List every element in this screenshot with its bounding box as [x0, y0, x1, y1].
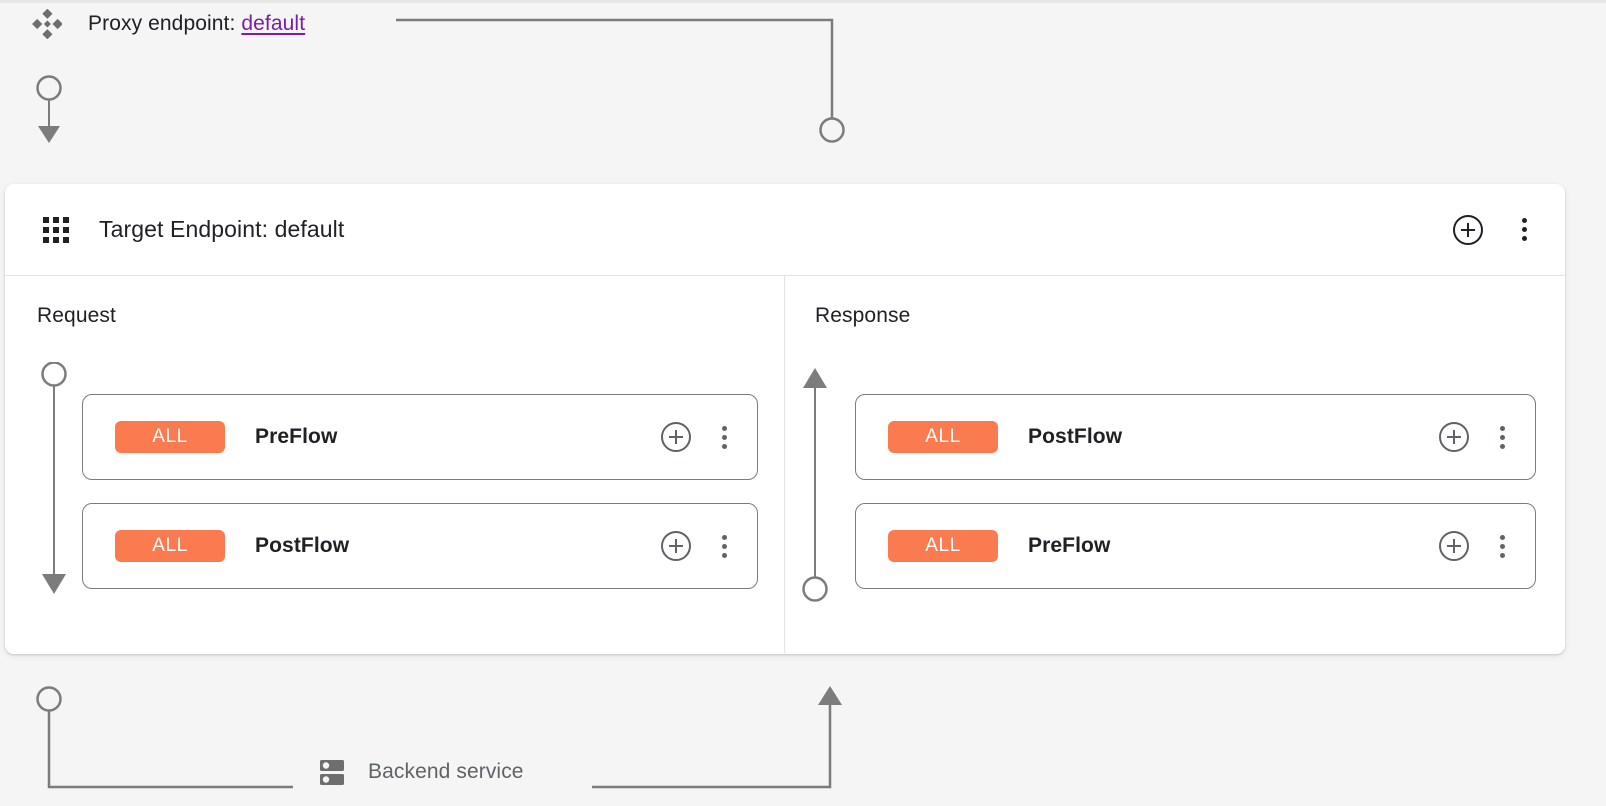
more-options-icon — [1513, 216, 1535, 244]
backend-service-node[interactable]: Backend service — [318, 752, 524, 792]
proxy-endpoint-diamond-icon — [32, 8, 63, 40]
kebab-dot — [1499, 543, 1505, 549]
more-options-icon — [713, 532, 735, 560]
kebab-dot — [1521, 236, 1527, 241]
proxy-endpoint-name-link[interactable]: default — [241, 12, 306, 35]
add-policy-button[interactable] — [661, 531, 691, 561]
arrowhead-request-down — [42, 574, 66, 594]
add-policy-icon — [1439, 531, 1469, 561]
flow-name-label: PreFlow — [1028, 534, 1111, 557]
request-column: Request ALL PreFlow — [5, 276, 785, 653]
request-flow-list: ALL PreFlow — [82, 394, 758, 612]
target-endpoint-more-options-button[interactable] — [1513, 216, 1535, 244]
add-policy-button[interactable] — [1439, 531, 1469, 561]
flow-condition-badge: ALL — [888, 530, 998, 562]
target-endpoint-header: Target Endpoint: default — [5, 184, 1565, 276]
flow-name-label: PostFlow — [1028, 425, 1123, 448]
kebab-dot — [1499, 425, 1505, 431]
add-policy-button[interactable] — [661, 422, 691, 452]
target-endpoint-title: Target Endpoint: default — [99, 216, 345, 242]
more-options-icon — [1491, 423, 1513, 451]
more-options-icon — [1491, 532, 1513, 560]
kebab-dot — [721, 552, 727, 558]
add-policy-icon — [1439, 422, 1469, 452]
response-column: Response ALL PostFlow — [785, 276, 1565, 653]
apps-grid-dot — [53, 216, 59, 223]
kebab-dot — [1499, 434, 1505, 440]
connector-node-target-response-out — [36, 686, 62, 712]
target-endpoint-header-actions — [1453, 214, 1535, 245]
server-rack-icon — [318, 757, 346, 787]
kebab-dot — [1499, 534, 1505, 540]
request-column-title: Request — [37, 304, 116, 327]
backend-service-label: Backend service — [368, 760, 524, 783]
target-endpoint-body: Request ALL PreFlow — [5, 276, 1565, 653]
arrowhead-proxy-request-down — [38, 126, 60, 143]
kebab-dot — [1499, 552, 1505, 558]
response-column-title: Response — [815, 304, 911, 327]
apps-grid-dot — [63, 216, 69, 223]
more-options-icon — [713, 423, 735, 451]
kebab-dot — [721, 425, 727, 431]
flow-name-label: PostFlow — [255, 534, 350, 557]
kebab-dot — [1521, 227, 1527, 232]
flow-card-actions — [1439, 531, 1513, 561]
flow-card[interactable]: ALL PreFlow — [82, 394, 758, 480]
kebab-dot — [721, 534, 727, 540]
flow-card[interactable]: ALL PreFlow — [855, 503, 1536, 589]
proxy-endpoint-header: Proxy endpoint: default — [32, 8, 305, 40]
apps-grid-dot — [53, 226, 59, 233]
target-endpoint-panel: Target Endpoint: default Request — [5, 184, 1565, 654]
wire-proxy-to-target-in — [396, 18, 834, 118]
connector-node-response-out — [802, 576, 828, 602]
proxy-endpoint-label-prefix: Proxy endpoint: — [88, 12, 236, 35]
wire-target-to-backend — [47, 711, 293, 789]
wire-backend-to-target — [592, 705, 832, 789]
connector-node-target-request-in — [819, 117, 845, 143]
arrowhead-response-up — [803, 368, 827, 388]
flow-more-options-button[interactable] — [713, 423, 735, 451]
apps-grid-dot — [43, 226, 49, 233]
flow-more-options-button[interactable] — [1491, 423, 1513, 451]
kebab-dot — [721, 443, 727, 449]
flow-more-options-button[interactable] — [713, 532, 735, 560]
connector-node-proxy-request-out — [36, 75, 62, 101]
kebab-dot — [721, 434, 727, 440]
flow-card[interactable]: ALL PostFlow — [855, 394, 1536, 480]
apps-grid-dot — [43, 236, 49, 243]
flow-more-options-button[interactable] — [1491, 532, 1513, 560]
flow-card[interactable]: ALL PostFlow — [82, 503, 758, 589]
flow-condition-badge: ALL — [888, 421, 998, 453]
kebab-dot — [721, 543, 727, 549]
apps-grid-dot — [63, 236, 69, 243]
flow-name-label: PreFlow — [255, 425, 338, 448]
add-policy-icon — [661, 422, 691, 452]
flow-condition-badge: ALL — [115, 421, 225, 453]
apps-grid-dot — [63, 226, 69, 233]
add-icon — [1453, 214, 1483, 245]
flow-card-actions — [1439, 422, 1513, 452]
target-endpoint-add-button[interactable] — [1453, 214, 1483, 245]
flow-card-actions — [661, 422, 735, 452]
add-policy-button[interactable] — [1439, 422, 1469, 452]
flow-card-actions — [661, 531, 735, 561]
top-edge-strip — [0, 0, 1606, 3]
connector-node-request-in — [41, 362, 67, 387]
kebab-dot — [1521, 218, 1527, 223]
request-flow-arrow — [41, 362, 67, 594]
proxy-endpoint-title: Proxy endpoint: default — [88, 12, 305, 36]
arrowhead-backend-up — [818, 686, 842, 705]
apps-grid-dot — [53, 236, 59, 243]
kebab-dot — [1499, 443, 1505, 449]
add-policy-icon — [661, 531, 691, 561]
apps-grid-icon — [43, 216, 69, 243]
flow-condition-badge: ALL — [115, 530, 225, 562]
apps-grid-dot — [43, 216, 49, 223]
response-flow-list: ALL PostFlow — [855, 394, 1536, 612]
response-flow-arrow — [802, 368, 828, 602]
